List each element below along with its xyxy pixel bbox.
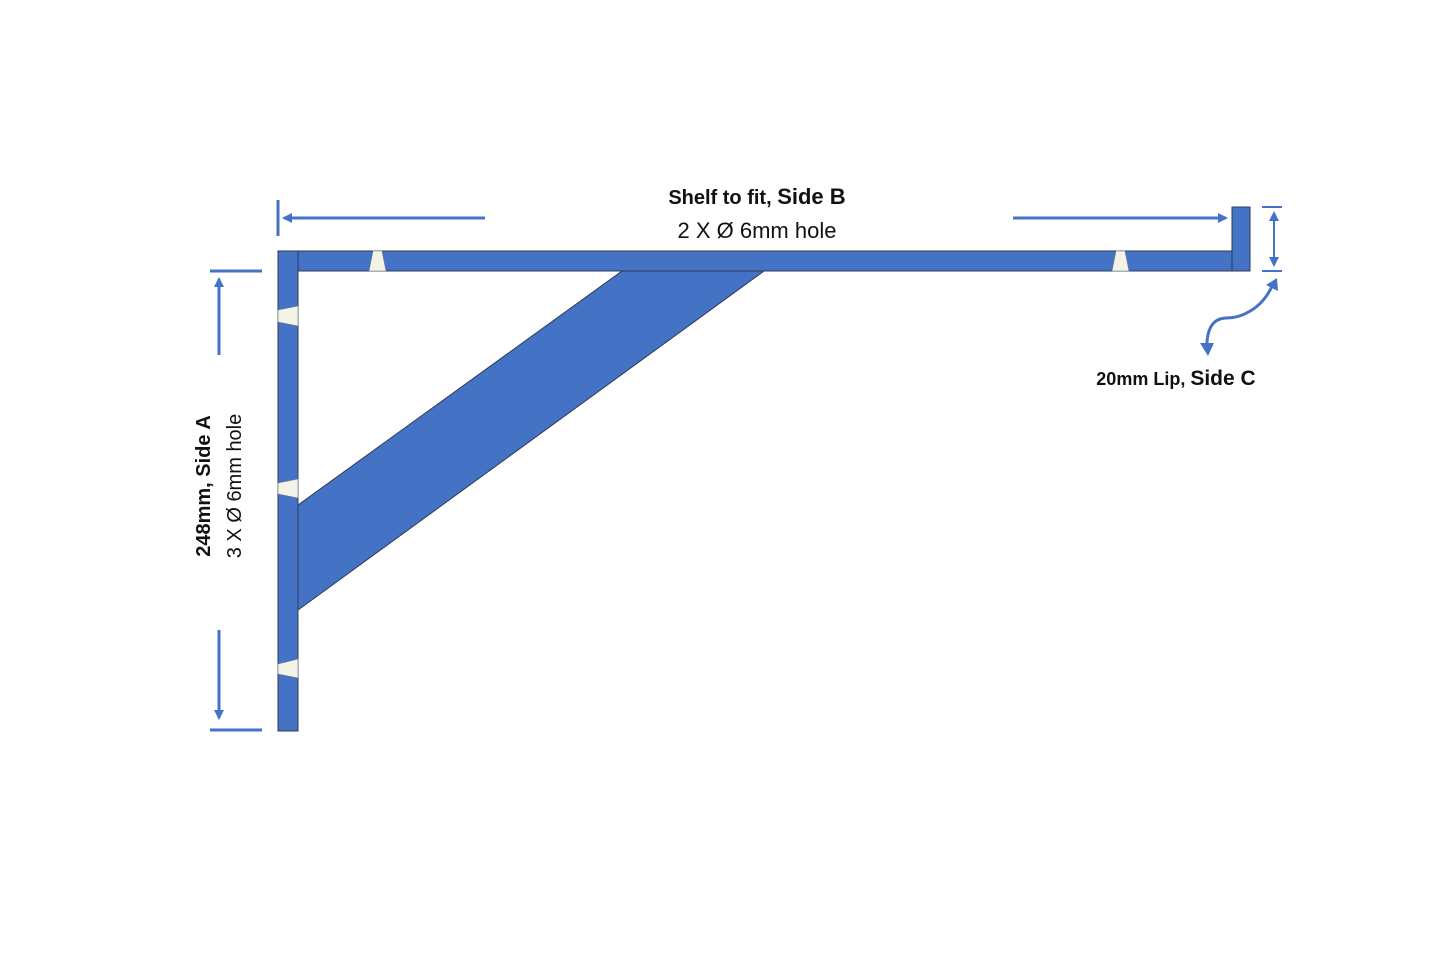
side-c-pointer-head-top bbox=[1266, 278, 1278, 291]
side-c-dimension bbox=[1200, 206, 1282, 356]
side-b-hole bbox=[368, 250, 387, 272]
side-a-dimension bbox=[210, 269, 262, 732]
side-b-title-bold: Side B bbox=[777, 184, 845, 209]
bracket bbox=[277, 206, 1251, 732]
side-b-shelf-arm bbox=[277, 250, 1237, 272]
side-a-hole bbox=[277, 658, 299, 679]
side-a-title: 248mm, Side A bbox=[193, 415, 215, 557]
side-c-lip bbox=[1231, 206, 1251, 272]
side-c-label: 20mm Lip, Side C bbox=[1096, 367, 1255, 390]
side-c-label-bold: Side C bbox=[1190, 367, 1255, 390]
side-c-label-prefix: 20mm Lip, bbox=[1096, 369, 1190, 389]
side-b-title: Shelf to fit, Side B bbox=[668, 184, 845, 209]
side-a-hole bbox=[277, 305, 299, 327]
side-a-hole-spec: 3 X Ø 6mm hole bbox=[224, 414, 246, 559]
side-c-pointer-head-bottom bbox=[1200, 343, 1214, 356]
side-b-hole bbox=[1111, 250, 1130, 272]
side-b-dimension bbox=[276, 200, 1228, 236]
diagonal-brace bbox=[297, 270, 766, 611]
side-b-hole-spec: 2 X Ø 6mm hole bbox=[678, 218, 837, 243]
mounting-holes bbox=[277, 250, 1130, 679]
side-b-title-prefix: Shelf to fit, bbox=[668, 187, 777, 209]
side-c-curved-pointer bbox=[1205, 283, 1275, 351]
side-a-hole bbox=[277, 478, 299, 499]
